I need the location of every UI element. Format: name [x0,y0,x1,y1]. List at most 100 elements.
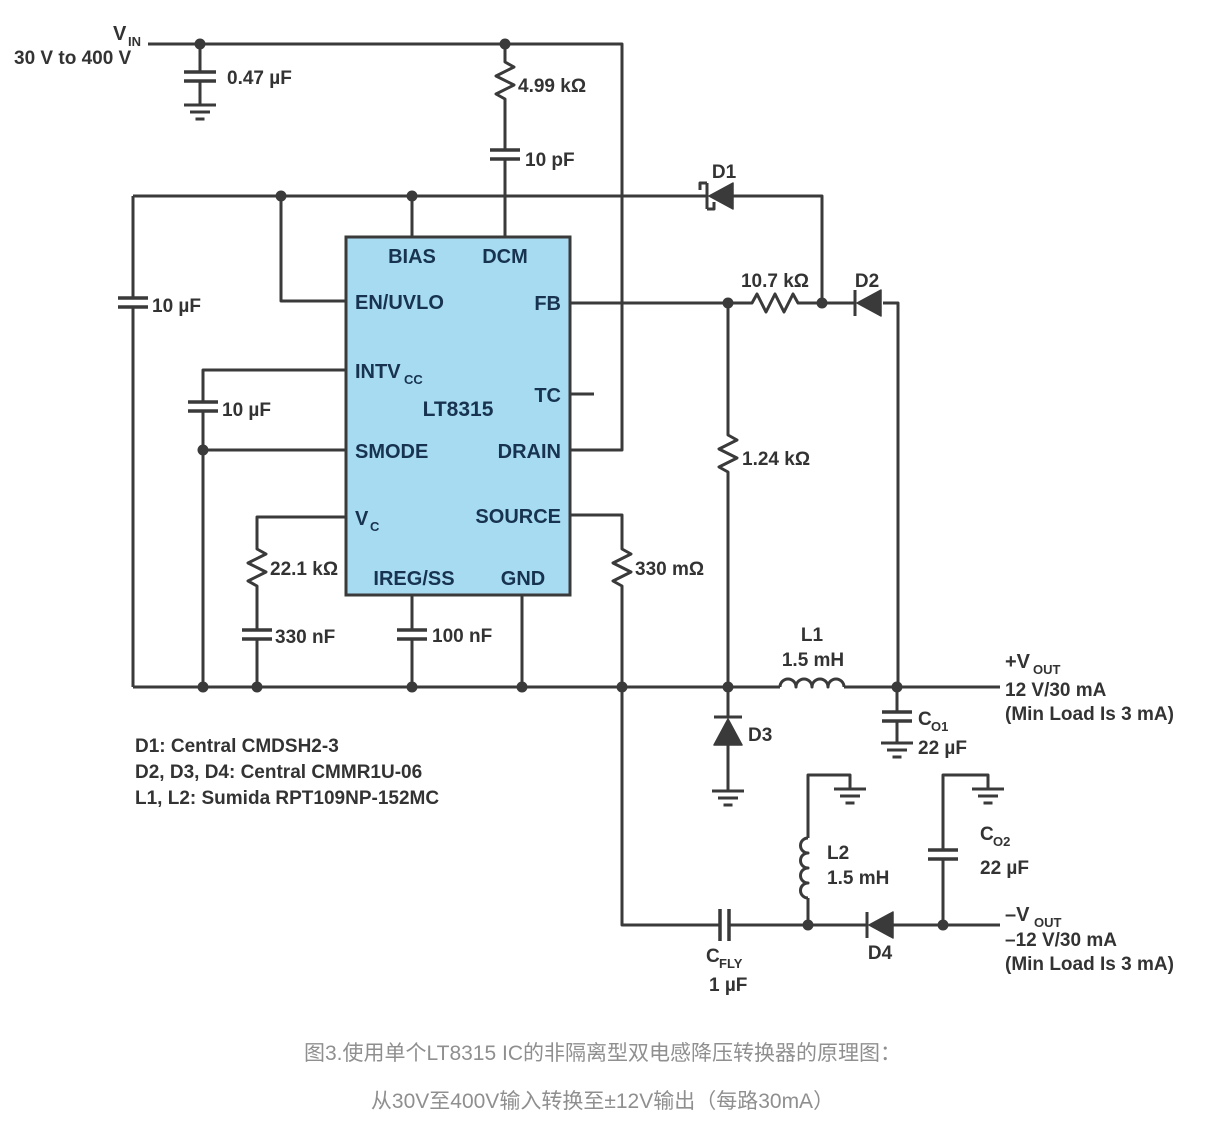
vin-range-label: 30 V to 400 V [14,48,132,69]
cin-value: 0.47 µF [227,68,292,89]
inductor-l1 [778,677,846,689]
bom-note-d1: D1: Central CMDSH2-3 [135,736,339,757]
neg-vout-label-sub: OUT [1034,915,1062,930]
co1-label-sub: O1 [931,719,948,734]
d3-label: D3 [748,725,772,746]
capacitor-cen [118,296,148,309]
component-labels: V IN 30 V to 400 V 0.47 µF 4.99 kΩ 10 pF… [14,23,1029,996]
figure-caption-line-1: 图3.使用单个LT8315 IC的非隔离型双电感降压转换器的原理图： [303,1042,901,1065]
capacitor-cdcm [490,148,520,161]
ic-pin-labels: BIAS DCM EN/UVLO FB INTV CC TC LT8315 SM… [355,246,561,590]
ic-pin-fb: FB [534,293,561,315]
pos-vout-label: +V [1005,651,1031,673]
vin-label: V [113,23,127,45]
pos-vout-label-sub: OUT [1033,662,1061,677]
ic-pin-gnd: GND [501,568,545,590]
capacitor-cfly [718,909,731,941]
l2-label: L2 [827,843,849,864]
junction-dot [937,919,949,931]
junction-dot [891,681,903,693]
wire-bias-rail [133,194,824,303]
capacitor-co2 [928,848,958,861]
rvc-value: 22.1 kΩ [270,559,338,580]
bom-note-d234: D2, D3, D4: Central CMMR1U-06 [135,762,422,783]
co1-label: C [918,709,932,730]
pos-vout-note: (Min Load Is 3 mA) [1005,704,1174,725]
capacitor-ciregss [397,628,427,641]
resistor-rdcm [494,58,516,103]
d1-label: D1 [712,162,737,183]
resistor-rfb-bot [717,431,739,476]
figure-caption-line-2: 从30V至400V输入转换至±12V输出（每路30mA） [370,1090,835,1113]
d4-label: D4 [868,943,893,964]
wire-co2 [941,773,990,925]
ic-part-number: LT8315 [423,398,494,421]
l2-value: 1.5 mH [827,868,889,889]
cfly-value: 1 µF [709,975,747,996]
neg-vout-rating: –12 V/30 mA [1005,930,1117,951]
rfb-bot-value: 1.24 kΩ [742,449,810,470]
ic-pin-intvcc: INTV [355,361,401,383]
cintv-value: 10 µF [222,400,271,421]
diode-d1-cathode-bar [698,181,716,211]
diode-d1 [708,182,734,210]
junction-dot [197,681,209,693]
junction-dot [722,297,734,309]
ground-symbol [879,741,915,759]
cfly-label: C [706,946,720,967]
diode-d3 [713,718,743,746]
diode-d4 [868,911,894,939]
junction-dot [275,190,287,202]
capacitor-cvc [242,628,272,641]
junction-dot [251,681,263,693]
junction-dot [802,919,814,931]
l1-label: L1 [801,625,824,646]
rfb-top-value: 10.7 kΩ [741,271,809,292]
ic-pin-bias: BIAS [388,246,436,268]
ic-pin-drain: DRAIN [498,441,561,463]
wire-intvcc [201,368,346,450]
ic-pin-iregss: IREG/SS [373,568,454,590]
junction-dot [722,681,734,693]
ic-lt8315 [344,235,572,597]
wire-en-uvlo [279,196,346,303]
resistor-rsense [611,545,633,590]
neg-vout-label: –V [1005,904,1030,926]
junction-dot [197,444,209,456]
wire-vin-to-drain [148,42,624,452]
ic-pin-smode: SMODE [355,441,428,463]
ground-symbol [710,789,746,807]
cen-value: 10 µF [152,296,201,317]
co2-label: C [980,824,994,845]
resistor-rfb-top [748,292,802,314]
cfly-label-sub: FLY [719,956,743,971]
ic-pin-intvcc-sub: CC [404,372,423,387]
wires [131,42,1006,938]
co1-value: 22 µF [918,738,967,759]
co2-value: 22 µF [980,858,1029,879]
wire-smode [201,448,346,687]
inductor-l2 [799,836,810,900]
ground-symbol [182,103,218,121]
rdcm-value: 4.99 kΩ [518,76,586,97]
schematic-canvas: BIAS DCM EN/UVLO FB INTV CC TC LT8315 SM… [14,23,1174,996]
neg-vout-note: (Min Load Is 3 mA) [1005,954,1174,975]
capacitor-plates [118,70,958,941]
ground-symbol [970,787,1006,805]
bom-notes: D1: Central CMDSH2-3 D2, D3, D4: Central… [135,736,439,809]
junction-dot [516,681,528,693]
junction-dot [816,297,828,309]
cvc-value: 330 nF [275,627,335,648]
l1-value: 1.5 mH [782,650,844,671]
pos-vout-rating: 12 V/30 mA [1005,680,1107,701]
junction-dot [499,38,511,50]
junction-dots [194,38,949,931]
cdcm-value: 10 pF [525,150,575,171]
junction-dot [406,190,418,202]
rsense-value: 330 mΩ [635,559,704,580]
junction-dot [406,681,418,693]
junction-dot [616,681,628,693]
resistor-rvc [246,545,268,590]
ciregss-value: 100 nF [432,626,492,647]
